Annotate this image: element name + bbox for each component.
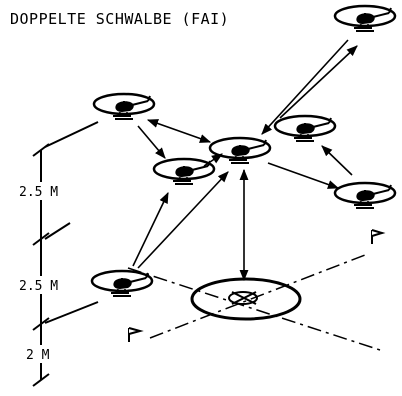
flight-path xyxy=(132,39,358,282)
helicopter-icon xyxy=(333,181,397,210)
helicopter-icon xyxy=(333,4,397,33)
helicopter-icon xyxy=(152,157,216,186)
diagram-title: DOPPELTE SCHWALBE (FAI) xyxy=(10,10,229,28)
helicopter-icon xyxy=(273,114,337,143)
dimension-middle: 2.5 M xyxy=(19,279,58,294)
flag-icon xyxy=(128,327,144,342)
helicopter-icon xyxy=(92,92,156,121)
dimension-labels: 2.5 M 2.5 M 2 M xyxy=(16,182,68,363)
helipad-icon xyxy=(190,277,302,321)
height-dimension xyxy=(32,121,99,387)
dimension-lower: 2 M xyxy=(26,348,50,363)
helicopter-icon xyxy=(90,269,154,298)
helicopter-icon xyxy=(208,136,272,165)
flag-icon xyxy=(371,229,386,244)
dimension-upper: 2.5 M xyxy=(19,185,58,200)
